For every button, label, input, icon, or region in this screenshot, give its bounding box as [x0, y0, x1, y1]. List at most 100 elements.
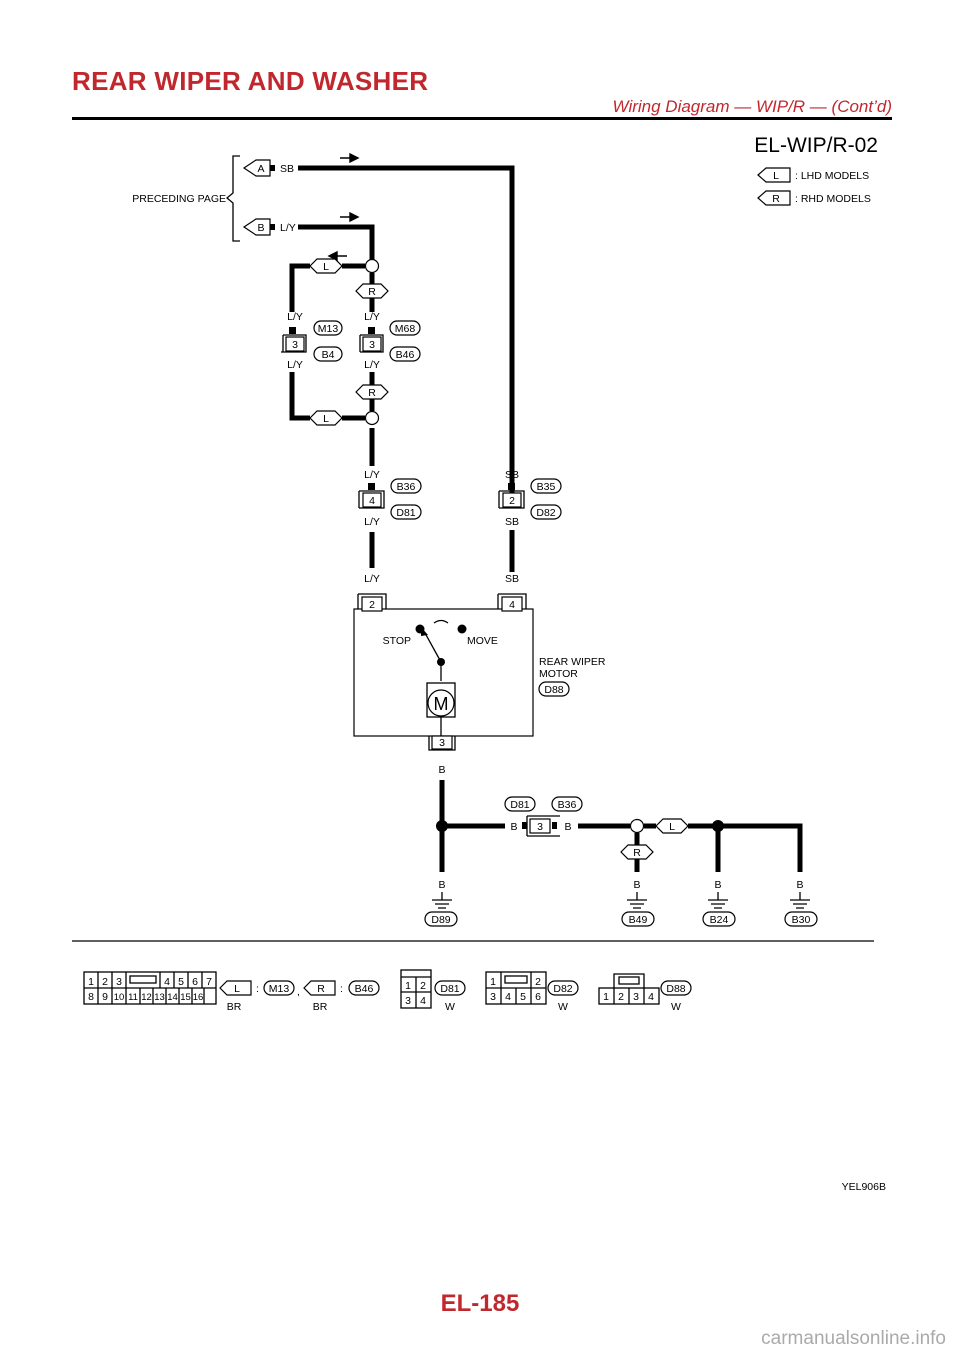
svg-text:L: L [234, 983, 240, 995]
arrow-a-icon [340, 152, 360, 164]
wire-lhd-upper [289, 263, 365, 312]
svg-text:L: L [323, 261, 329, 273]
svg-text:B49: B49 [629, 914, 648, 926]
svg-text:1: 1 [490, 976, 496, 988]
svg-text:B: B [510, 821, 517, 833]
svg-text:B: B [714, 879, 721, 891]
svg-text:3: 3 [116, 976, 122, 988]
figure-id: YEL906B [842, 1181, 886, 1193]
svg-text:1: 1 [405, 980, 411, 992]
svg-text:L/Y: L/Y [364, 469, 380, 481]
connector-view-d82: 1 2 3 4 5 6 D82 W [485, 971, 579, 1013]
svg-text:B36: B36 [397, 481, 416, 493]
header-rule [72, 117, 892, 120]
ground-b49: B B49 [621, 879, 655, 927]
terminal-b-wire: L/Y [280, 222, 296, 234]
svg-text:B: B [564, 821, 571, 833]
svg-text:4: 4 [648, 991, 654, 1003]
badge-rhd-ground: R [620, 844, 654, 860]
splice-ground [629, 818, 645, 834]
badge-lhd-lower: L [309, 410, 343, 426]
svg-text:R: R [633, 847, 641, 859]
svg-text:W: W [445, 1001, 455, 1013]
ground-b30: B B30 [784, 879, 818, 927]
wire-ly-top [298, 224, 375, 260]
svg-text:15: 15 [180, 992, 191, 1003]
svg-text:B: B [438, 879, 445, 891]
svg-text:4: 4 [420, 995, 426, 1007]
svg-text:W: W [671, 1001, 681, 1013]
ground-b24: B B24 [702, 879, 736, 927]
svg-text:4: 4 [369, 495, 375, 507]
legend-rhd-badge: R [772, 193, 780, 205]
badge-rhd-upper: R [355, 283, 389, 299]
svg-text:5: 5 [520, 991, 526, 1003]
connector-view-d81: 1 2 3 4 D81 W [400, 969, 466, 1013]
wire-sb-upper [298, 165, 515, 495]
svg-text:2: 2 [618, 991, 624, 1003]
svg-text:,: , [297, 986, 300, 998]
svg-text:7: 7 [206, 976, 212, 988]
svg-text:D88: D88 [544, 684, 563, 696]
svg-text:13: 13 [154, 992, 165, 1003]
svg-text:L: L [323, 413, 329, 425]
svg-text:SB: SB [505, 516, 519, 528]
svg-text:D81: D81 [510, 799, 529, 811]
connector-d81-b36-ground: D81 B36 B 3 B [504, 796, 583, 837]
terminal-b: B L/Y [242, 218, 296, 236]
connector-b36-d81: L/Y 4 L/Y B36 D81 [358, 469, 422, 528]
svg-text:W: W [558, 1001, 568, 1013]
terminal-a-wire: SB [280, 163, 294, 175]
rear-wiper-motor: 2 4 3 STOP MOVE M [353, 593, 534, 751]
motor-wire-right-label: SB [505, 573, 519, 585]
preceding-page-label: PRECEDING PAGE [132, 193, 226, 205]
svg-text:B4: B4 [322, 349, 335, 361]
badge-lhd-upper: L [309, 258, 343, 274]
splice-upper [364, 258, 380, 274]
legend-lhd-text: : LHD MODELS [795, 170, 869, 182]
svg-text:12: 12 [141, 992, 152, 1003]
motor-symbol: M [434, 694, 449, 714]
section-title: REAR WIPER AND WASHER [72, 66, 429, 96]
svg-text:1: 1 [603, 991, 609, 1003]
badge-lhd-ground: L [655, 818, 689, 834]
svg-text:B30: B30 [792, 914, 811, 926]
terminal-a: A SB [242, 159, 294, 177]
svg-text:2: 2 [509, 495, 515, 507]
watermark: carmanualsonline.info [761, 1328, 946, 1349]
connector-view-16pin: 1 2 3 4 5 6 7 8 9 10 11 12 13 14 15 16 L… [83, 971, 380, 1013]
preceding-page-brace: PRECEDING PAGE [132, 155, 240, 242]
diagram-code: EL-WIP/R-02 [754, 134, 878, 157]
svg-text:L/Y: L/Y [364, 516, 380, 528]
svg-text:D82: D82 [553, 983, 572, 995]
connector-b35-d82: SB 2 SB B35 D82 [498, 469, 562, 528]
svg-text:11: 11 [128, 992, 138, 1003]
connector-m68-b46: L/Y 3 L/Y M68 B46 [359, 311, 421, 371]
connector-view-d88: 1 2 3 4 D88 W [598, 973, 692, 1013]
svg-text:9: 9 [102, 991, 108, 1003]
svg-text:3: 3 [490, 991, 496, 1003]
svg-text:3: 3 [537, 821, 543, 833]
ground-d89: B D89 [424, 879, 458, 927]
svg-text:D81: D81 [396, 507, 415, 519]
svg-text:R: R [368, 286, 376, 298]
svg-text:L/Y: L/Y [287, 359, 303, 371]
svg-text:3: 3 [405, 995, 411, 1007]
svg-text:10: 10 [114, 992, 125, 1003]
section-subtitle: Wiring Diagram — WIP/R — (Cont’d) [612, 97, 892, 116]
svg-text:R: R [317, 983, 325, 995]
svg-text:8: 8 [88, 991, 94, 1003]
motor-move-label: MOVE [467, 635, 498, 647]
svg-text:SB: SB [505, 469, 519, 481]
svg-text:3: 3 [633, 991, 639, 1003]
svg-text:M68: M68 [395, 323, 416, 335]
legend-rhd-text: : RHD MODELS [795, 193, 871, 205]
svg-text:5: 5 [178, 976, 184, 988]
svg-text:6: 6 [535, 991, 541, 1003]
svg-text:L: L [669, 821, 675, 833]
svg-text:B46: B46 [396, 349, 415, 361]
wire-lhd-lower [289, 372, 310, 421]
svg-text:16: 16 [193, 992, 204, 1003]
motor-name-line1: REAR WIPER [539, 656, 606, 668]
